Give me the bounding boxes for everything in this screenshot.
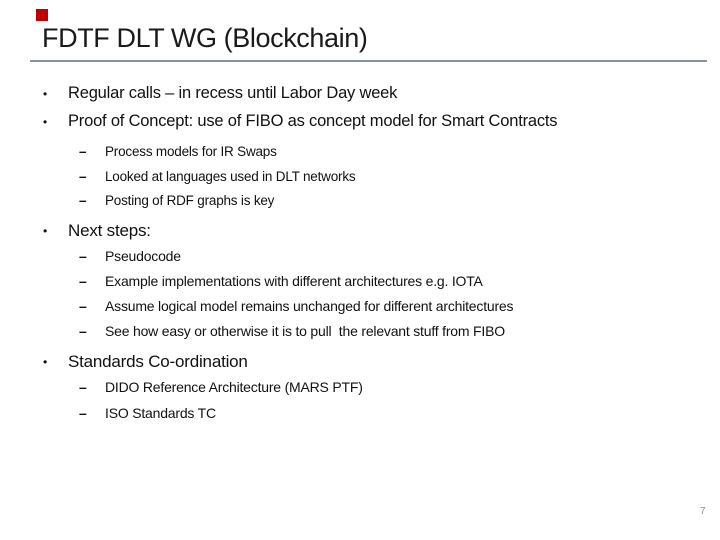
sub-bullet-item: – Example implementations with different… [79,273,483,290]
red-square-logo [36,9,48,21]
sub-bullet-item: – See how easy or otherwise it is to pul… [79,323,505,340]
sub-bullet-text: Example implementations with different a… [105,273,483,289]
bullet-dot-icon: • [43,115,48,129]
dash-bullet-icon: – [79,379,87,395]
dash-bullet-icon: – [79,193,87,208]
sub-bullet-item: – ISO Standards TC [79,405,216,422]
sub-bullet-text: See how easy or otherwise it is to pull … [105,323,505,339]
sub-bullet-text: Posting of RDF graphs is key [105,193,275,208]
sub-bullet-text: DIDO Reference Architecture (MARS PTF) [105,379,363,395]
slide-title: FDTF DLT WG (Blockchain) [42,23,368,53]
bullet-item: • Next steps: [43,220,151,241]
sub-bullet-item: – Pseudocode [79,248,181,265]
bullet-item: • Proof of Concept: use of FIBO as conce… [43,111,558,131]
sub-bullet-text: Looked at languages used in DLT networks [105,169,356,184]
title-underline-rule [30,60,707,62]
dash-bullet-icon: – [79,405,87,421]
bullet-item: • Standards Co-ordination [43,351,248,372]
dash-bullet-icon: – [79,323,87,339]
sub-bullet-item: – Looked at languages used in DLT networ… [79,168,356,185]
sub-bullet-text: Pseudocode [105,248,181,264]
bullet-dot-icon: • [43,87,48,101]
bullet-dot-icon: • [43,224,48,238]
dash-bullet-icon: – [79,298,87,314]
sub-bullet-text: ISO Standards TC [105,405,216,421]
bullet-dot-icon: • [43,355,48,369]
bullet-item: • Regular calls – in recess until Labor … [43,83,397,103]
bullet-text: Standards Co-ordination [68,352,248,371]
bullet-text: Regular calls – in recess until Labor Da… [68,84,398,102]
bullet-text: Proof of Concept: use of FIBO as concept… [68,112,558,130]
sub-bullet-item: – DIDO Reference Architecture (MARS PTF) [79,379,363,396]
dash-bullet-icon: – [79,144,87,159]
dash-bullet-icon: – [79,273,87,289]
dash-bullet-icon: – [79,248,87,264]
sub-bullet-text: Process models for IR Swaps [105,144,277,159]
sub-bullet-item: – Posting of RDF graphs is key [79,192,274,209]
bullet-text: Next steps: [68,221,151,240]
sub-bullet-item: – Assume logical model remains unchanged… [79,298,514,315]
sub-bullet-text: Assume logical model remains unchanged f… [105,298,514,314]
dash-bullet-icon: – [79,169,87,184]
sub-bullet-item: – Process models for IR Swaps [79,143,277,160]
page-number: 7 [700,506,706,517]
